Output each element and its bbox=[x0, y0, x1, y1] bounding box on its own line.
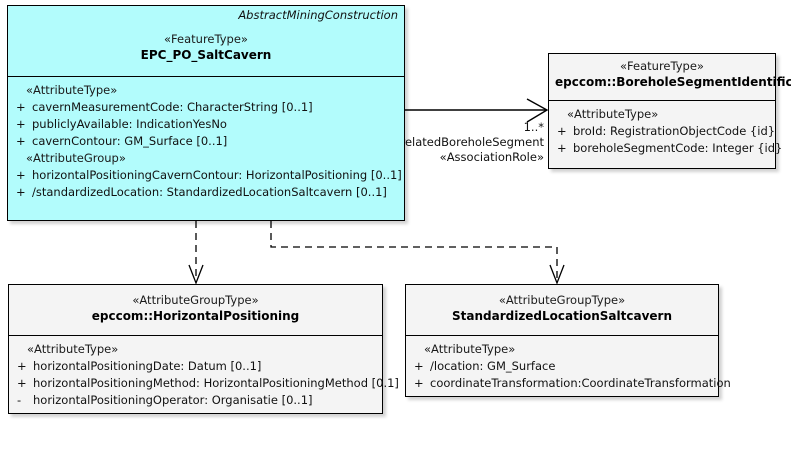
class-header-horizontal-positioning: «AttributeGroupType» epccom::HorizontalP… bbox=[9, 285, 382, 336]
class-stereotype: «AttributeGroupType» bbox=[132, 293, 259, 307]
attribute-visibility: + bbox=[16, 100, 26, 114]
attribute-visibility: + bbox=[17, 376, 27, 390]
attribute-visibility: + bbox=[414, 376, 424, 390]
association-stereotype-label: «AssociationRole» bbox=[439, 150, 544, 164]
class-stereotype: «AttributeGroupType» bbox=[498, 293, 626, 307]
attribute-group-label: «AttributeType» bbox=[26, 83, 118, 97]
dependency-standardized-location bbox=[270, 221, 565, 285]
attribute-visibility: - bbox=[17, 393, 22, 407]
attribute-row[interactable]: + horizontalPositioningDate: Datum [0..1… bbox=[13, 358, 378, 375]
class-box-horizontal-positioning[interactable]: «AttributeGroupType» epccom::HorizontalP… bbox=[8, 284, 399, 414]
class-header-borehole-segment-identification: «FeatureType» epccom::BoreholeSegmentIde… bbox=[549, 54, 791, 101]
attribute-visibility: + bbox=[414, 359, 424, 373]
class-body-epc-po-saltcavern: «AttributeType» + cavernMeasurementCode:… bbox=[8, 77, 404, 205]
attribute-row[interactable]: + horizontalPositioningCavernContour: Ho… bbox=[12, 167, 402, 184]
attribute-row[interactable]: - horizontalPositioningOperator: Organis… bbox=[13, 392, 378, 409]
attribute-text: horizontalPositioningOperator: Organisat… bbox=[33, 393, 313, 407]
attribute-row[interactable]: + /standardizedLocation: StandardizedLoc… bbox=[12, 184, 400, 201]
attribute-row[interactable]: + horizontalPositioningMethod: Horizonta… bbox=[13, 375, 399, 392]
class-header-standardized-location-saltcavern: «AttributeGroupType» StandardizedLocatio… bbox=[406, 285, 718, 336]
class-name: StandardizedLocationSaltcavern bbox=[451, 309, 672, 323]
attribute-visibility: + bbox=[557, 124, 567, 138]
class-stereotype: «FeatureType» bbox=[164, 32, 248, 46]
association-related-borehole-segment bbox=[405, 98, 549, 123]
attribute-text: boreholeSegmentCode: Integer {id} bbox=[573, 141, 783, 155]
attribute-visibility: + bbox=[557, 141, 567, 155]
attribute-visibility: + bbox=[17, 359, 27, 373]
class-header-epc-po-saltcavern: AbstractMiningConstruction «FeatureType»… bbox=[8, 6, 404, 77]
attribute-group-label: «AttributeGroup» bbox=[26, 151, 126, 165]
attribute-text: /standardizedLocation: StandardizedLocat… bbox=[32, 185, 387, 199]
class-body-horizontal-positioning: «AttributeType» + horizontalPositioningD… bbox=[9, 336, 399, 413]
class-stereotype: «FeatureType» bbox=[620, 59, 704, 73]
attribute-row[interactable]: + cavernMeasurementCode: CharacterString… bbox=[12, 99, 400, 116]
package-label-abstractminingconstruction: AbstractMiningConstruction bbox=[238, 8, 398, 22]
attribute-visibility: + bbox=[16, 134, 26, 148]
attribute-text: horizontalPositioningMethod: HorizontalP… bbox=[33, 376, 399, 390]
association-role-label: +relatedBoreholeSegment bbox=[390, 135, 544, 149]
attribute-visibility: + bbox=[16, 185, 26, 199]
attribute-visibility: + bbox=[16, 117, 26, 131]
dependency-horizontal-positioning bbox=[188, 221, 204, 285]
attribute-row[interactable]: + broId: RegistrationObjectCode {id} bbox=[553, 123, 775, 140]
attribute-group-label: «AttributeType» bbox=[567, 107, 659, 121]
class-name: epccom::HorizontalPositioning bbox=[91, 309, 300, 323]
attribute-text: /location: GM_Surface bbox=[430, 359, 556, 373]
attribute-row[interactable]: + /location: GM_Surface bbox=[410, 358, 714, 375]
attribute-row[interactable]: + coordinateTransformation:CoordinateTra… bbox=[410, 375, 731, 392]
class-body-standardized-location-saltcavern: «AttributeType» + /location: GM_Surface … bbox=[406, 336, 731, 396]
attribute-text: horizontalPositioningCavernContour: Hori… bbox=[32, 168, 402, 182]
attribute-text: cavernContour: GM_Surface [0..1] bbox=[32, 134, 228, 148]
attribute-text: horizontalPositioningDate: Datum [0..1] bbox=[33, 359, 262, 373]
attribute-group-label: «AttributeType» bbox=[424, 342, 516, 356]
attribute-row[interactable]: + cavernContour: GM_Surface [0..1] bbox=[12, 133, 400, 150]
class-name: EPC_PO_SaltCavern bbox=[140, 48, 272, 62]
class-box-standardized-location-saltcavern[interactable]: «AttributeGroupType» StandardizedLocatio… bbox=[405, 284, 731, 397]
class-box-epc-po-saltcavern[interactable]: AbstractMiningConstruction «FeatureType»… bbox=[7, 5, 405, 221]
attribute-row[interactable]: + boreholeSegmentCode: Integer {id} bbox=[553, 140, 782, 157]
attribute-group-label: «AttributeType» bbox=[27, 342, 119, 356]
class-body-borehole-segment-identification: «AttributeType» + broId: RegistrationObj… bbox=[549, 101, 782, 161]
attribute-text: cavernMeasurementCode: CharacterString [… bbox=[32, 100, 313, 114]
attribute-visibility: + bbox=[16, 168, 26, 182]
attribute-text: coordinateTransformation:CoordinateTrans… bbox=[430, 376, 731, 390]
attribute-text: publiclyAvailable: IndicationYesNo bbox=[32, 117, 227, 131]
attribute-row[interactable]: + publiclyAvailable: IndicationYesNo bbox=[12, 116, 400, 133]
class-box-borehole-segment-identification[interactable]: «FeatureType» epccom::BoreholeSegmentIde… bbox=[548, 53, 791, 169]
class-name: epccom::BoreholeSegmentIdentification bbox=[555, 75, 791, 89]
attribute-text: broId: RegistrationObjectCode {id} bbox=[573, 124, 776, 138]
association-multiplicity: 1..* bbox=[523, 120, 544, 134]
